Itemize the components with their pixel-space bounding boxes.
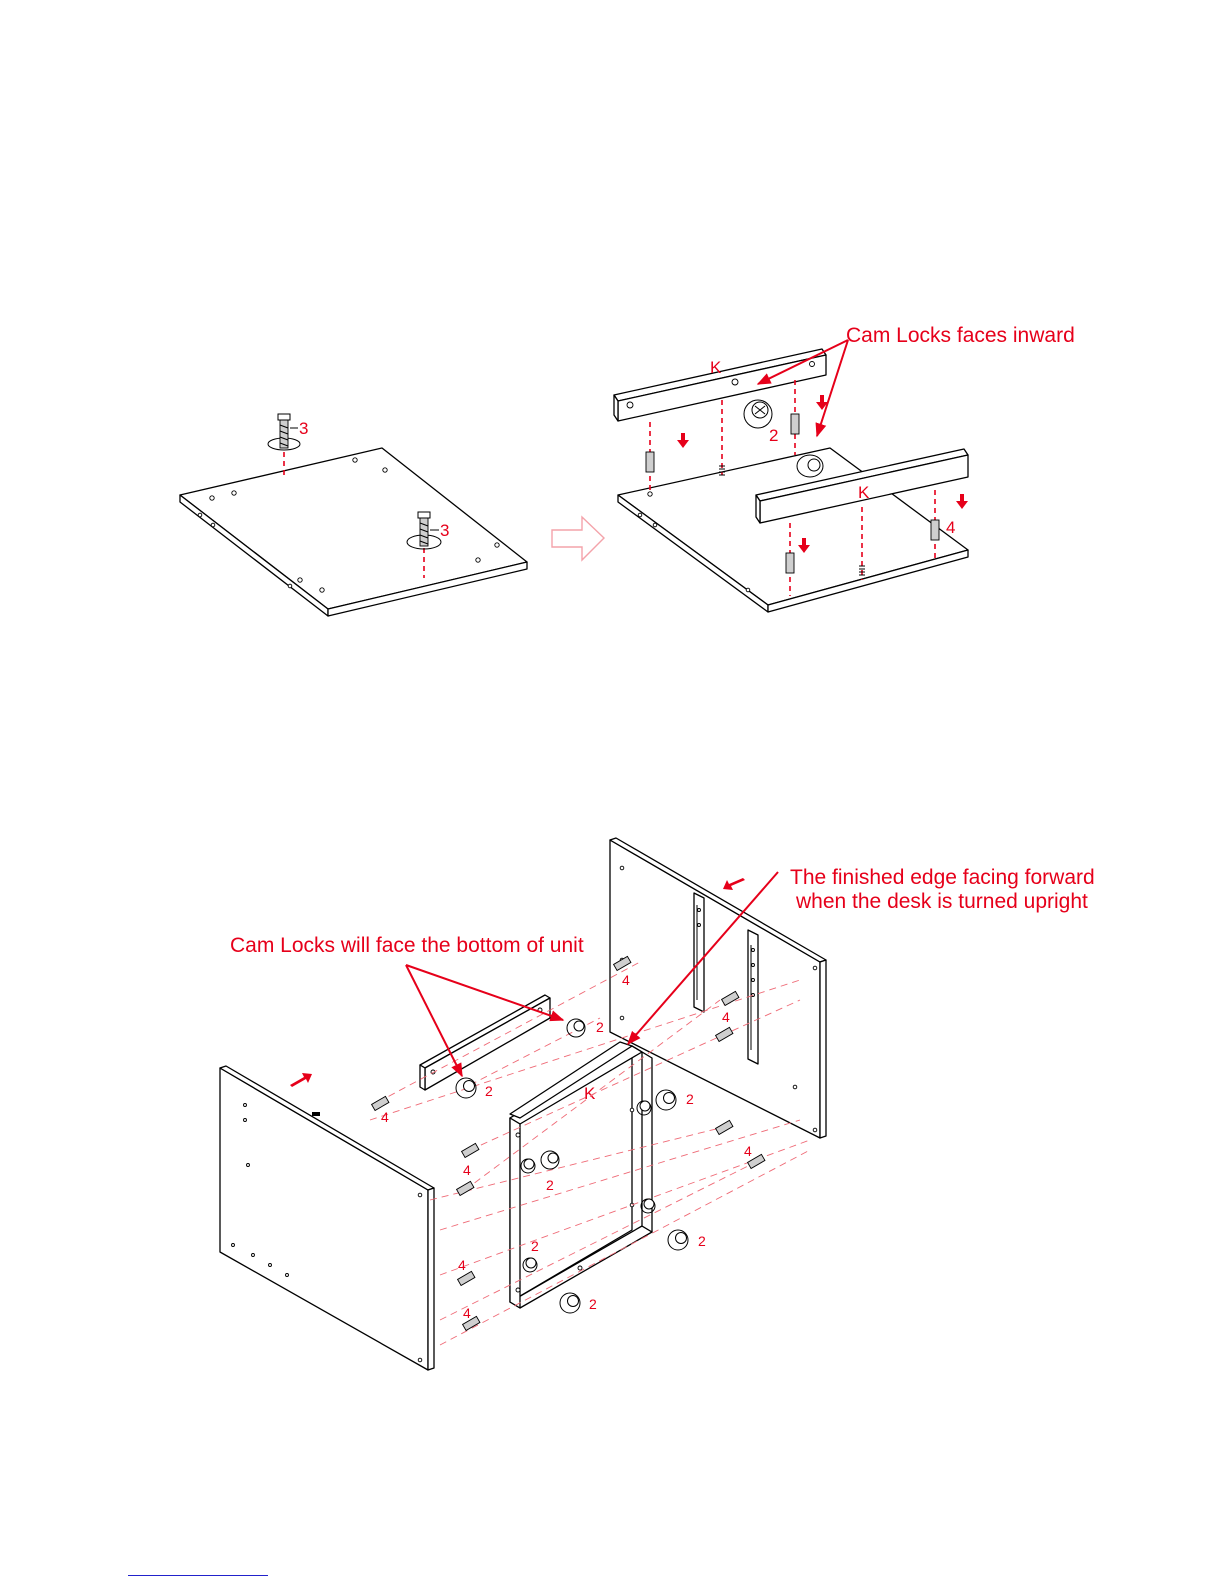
panel-label-k: K — [858, 483, 870, 502]
note-finished-edge-line1: The finished edge facing forward — [790, 866, 1095, 889]
wood-dowel — [791, 414, 799, 434]
cam-lock: 2 — [744, 400, 778, 445]
cam-qty-label: 2 — [686, 1091, 694, 1107]
dowel-qty-label: 4 — [946, 518, 955, 537]
cam-qty-label: 2 — [531, 1238, 539, 1254]
cam-qty-label: 2 — [546, 1177, 554, 1193]
wood-dowel — [931, 520, 939, 540]
cam-qty-label: 2 — [698, 1233, 706, 1249]
dowel-qty-label: 4 — [722, 1009, 730, 1025]
note-cam-bottom: Cam Locks will face the bottom of unit — [230, 934, 584, 957]
dowel-qty-label: 4 — [458, 1257, 466, 1273]
footer-link-underline — [128, 1575, 268, 1576]
note-cam-inward: Cam Locks faces inward — [846, 324, 1075, 347]
dowel-qty-label: 4 — [744, 1143, 752, 1159]
cam-qty-label: 2 — [769, 426, 778, 445]
step3-group: K 4 4 — [220, 838, 1095, 1370]
outline-arrow-right-icon — [552, 517, 604, 560]
note-finished-edge-line2: when the desk is turned upright — [795, 890, 1088, 913]
cam-qty-label: 2 — [485, 1083, 493, 1099]
wood-dowel — [646, 452, 654, 472]
panel-label-k: K — [710, 358, 722, 377]
dowel-qty-label: 4 — [463, 1305, 471, 1321]
wood-dowel — [786, 553, 794, 573]
step2-group: K K 4 2 — [614, 324, 1075, 612]
cam-qty-label: 2 — [589, 1296, 597, 1312]
step1-group: 3 3 — [180, 414, 527, 616]
side-panel-left — [220, 1066, 434, 1370]
dowel-qty-label: 4 — [381, 1109, 389, 1125]
dowel-qty-label: 4 — [463, 1162, 471, 1178]
screw-qty-label: 3 — [440, 521, 449, 540]
screw-qty-label: 3 — [299, 419, 308, 438]
bottom-panel-step1 — [180, 448, 527, 616]
cam-qty-label: 2 — [596, 1019, 604, 1035]
dowel-qty-label: 4 — [622, 972, 630, 988]
